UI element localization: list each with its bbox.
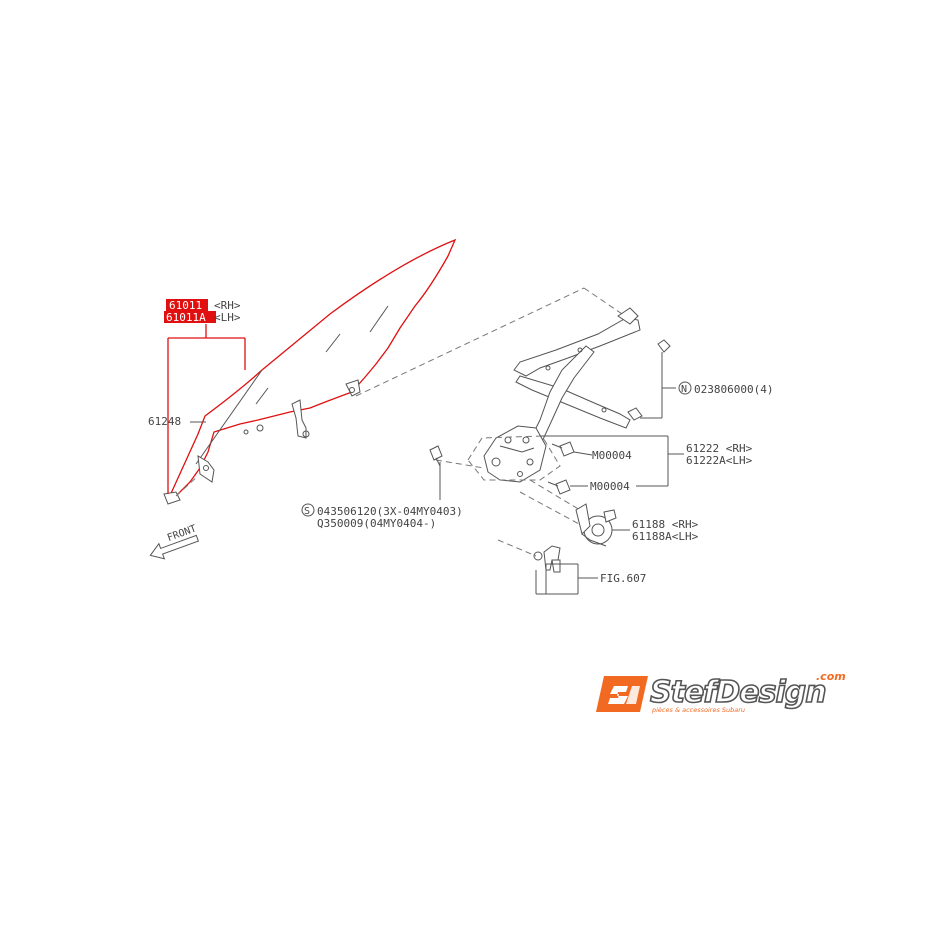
bolt-upper-label: M00004 — [592, 449, 632, 462]
door-glass[interactable] — [163, 238, 457, 505]
link-part[interactable] — [533, 545, 561, 573]
screw-line-1: 043506120(3X-04MY0403) — [317, 505, 463, 518]
glass-rh-highlight — [166, 299, 208, 311]
nut-callout: N 023806000(4) — [640, 352, 773, 419]
brand-name: StefDesign — [650, 675, 826, 710]
window-regulator[interactable] — [483, 307, 671, 483]
glass-lh-side: <LH> — [214, 311, 241, 324]
brand-domain: .com — [816, 670, 846, 683]
glass-rh-side: <RH> — [214, 299, 241, 312]
nut-code-label: 023806000(4) — [694, 383, 773, 396]
glass-rh-number: 61011 — [169, 299, 202, 312]
glass-leader — [167, 324, 246, 494]
screw-line-2: Q350009(04MY0404-) — [317, 517, 436, 530]
fig-ref-callout — [535, 563, 598, 595]
stopper-label: 61248 — [148, 415, 181, 428]
sd-monogram-icon — [596, 676, 648, 712]
glass-lh-highlight — [164, 311, 216, 323]
bolt-lower[interactable] — [547, 479, 571, 495]
motor-rh-label: 61188 <RH> — [632, 518, 699, 531]
regulator-callout — [540, 435, 684, 487]
motor-lh-label: 61188A<LH> — [632, 530, 699, 543]
screw-symbol: S — [304, 506, 310, 517]
brand-tagline: pièces & accessoires Subaru — [651, 706, 745, 714]
fig-ref-label: FIG.607 — [600, 572, 646, 585]
regulator-motor[interactable] — [575, 503, 617, 547]
nut-symbol: N — [681, 384, 687, 395]
regulator-lh-label: 61222A<LH> — [686, 454, 753, 467]
bolt-lower-label: M00004 — [590, 480, 630, 493]
screw[interactable] — [429, 445, 443, 467]
front-arrow-icon: FRONT — [149, 523, 200, 560]
regulator-rh-label: 61222 <RH> — [686, 442, 753, 455]
stefdesign-logo: StefDesign .com pièces & accessoires Sub… — [596, 670, 846, 714]
bolt-upper[interactable] — [551, 441, 575, 457]
glass-lh-number: 61011A — [166, 311, 206, 324]
